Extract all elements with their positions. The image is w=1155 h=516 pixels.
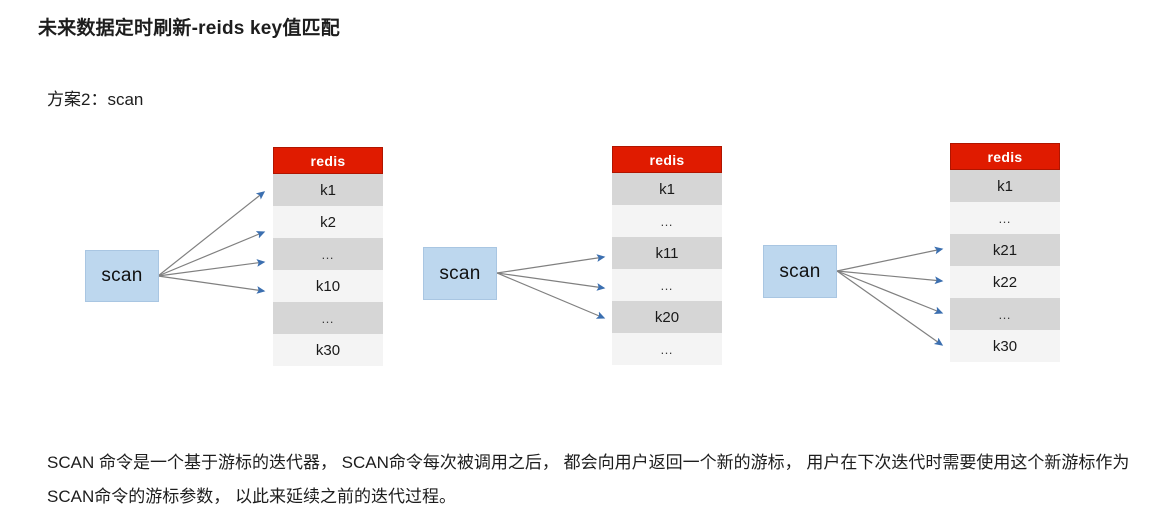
plan-label: 方案2：scan [47, 90, 144, 109]
scan-box-3-label: scan [779, 260, 821, 282]
arrow-to-ellipsis-3 [836, 270, 944, 314]
arrow-to-k2 [157, 231, 266, 277]
redis-table-2-header: redis [612, 146, 722, 173]
scan-box-1-label: scan [101, 265, 143, 286]
redis-row: k2 [273, 206, 383, 238]
redis-row: k30 [273, 334, 383, 366]
arrow-group-1 [157, 191, 266, 294]
scan-diagram: scan scan scan redis k1 k2 … k10 … k30 r… [85, 143, 1060, 366]
scan-box-1[interactable]: scan [85, 250, 159, 302]
redis-row: … [612, 333, 722, 365]
arrow-group-3 [836, 246, 944, 346]
arrow-to-k1 [157, 191, 266, 277]
redis-row: … [612, 269, 722, 301]
footer-note: SCAN 命令是一个基于游标的迭代器， SCAN命令每次被调用之后， 都会向用户… [47, 453, 1130, 506]
redis-row: k10 [273, 270, 383, 302]
redis-row: … [273, 302, 383, 334]
arrow-to-k22 [836, 270, 944, 285]
redis-row: k11 [612, 237, 722, 269]
arrow-group-2 [496, 254, 606, 319]
page-title: 未来数据定时刷新-reids key值匹配 [38, 18, 340, 39]
arrow-to-k20 [496, 272, 606, 319]
redis-table-1-header: redis [273, 147, 383, 174]
redis-row: k1 [950, 170, 1060, 202]
redis-row: … [950, 202, 1060, 234]
scan-box-2[interactable]: scan [423, 247, 497, 300]
redis-table-1: redis k1 k2 … k10 … k30 [273, 147, 383, 366]
scan-box-3[interactable]: scan [763, 245, 837, 298]
redis-row: … [612, 205, 722, 237]
arrow-to-k21 [836, 246, 944, 272]
arrow-to-k11 [496, 254, 606, 274]
arrow-to-k30 [836, 270, 944, 346]
arrow-to-ellipsis-1 [157, 259, 266, 277]
redis-table-3: redis k1 … k21 k22 … k30 [950, 143, 1060, 362]
arrow-to-k10 [157, 275, 266, 294]
redis-table-2: redis k1 … k11 … k20 … [612, 146, 722, 365]
redis-row: k1 [273, 174, 383, 206]
scan-box-2-label: scan [439, 262, 481, 284]
redis-row: k30 [950, 330, 1060, 362]
redis-row: k21 [950, 234, 1060, 266]
arrow-to-ellipsis-2 [496, 272, 606, 291]
redis-row: … [273, 238, 383, 270]
redis-row: k20 [612, 301, 722, 333]
redis-row: k1 [612, 173, 722, 205]
redis-row: k22 [950, 266, 1060, 298]
redis-row: … [950, 298, 1060, 330]
redis-table-3-header: redis [950, 143, 1060, 170]
